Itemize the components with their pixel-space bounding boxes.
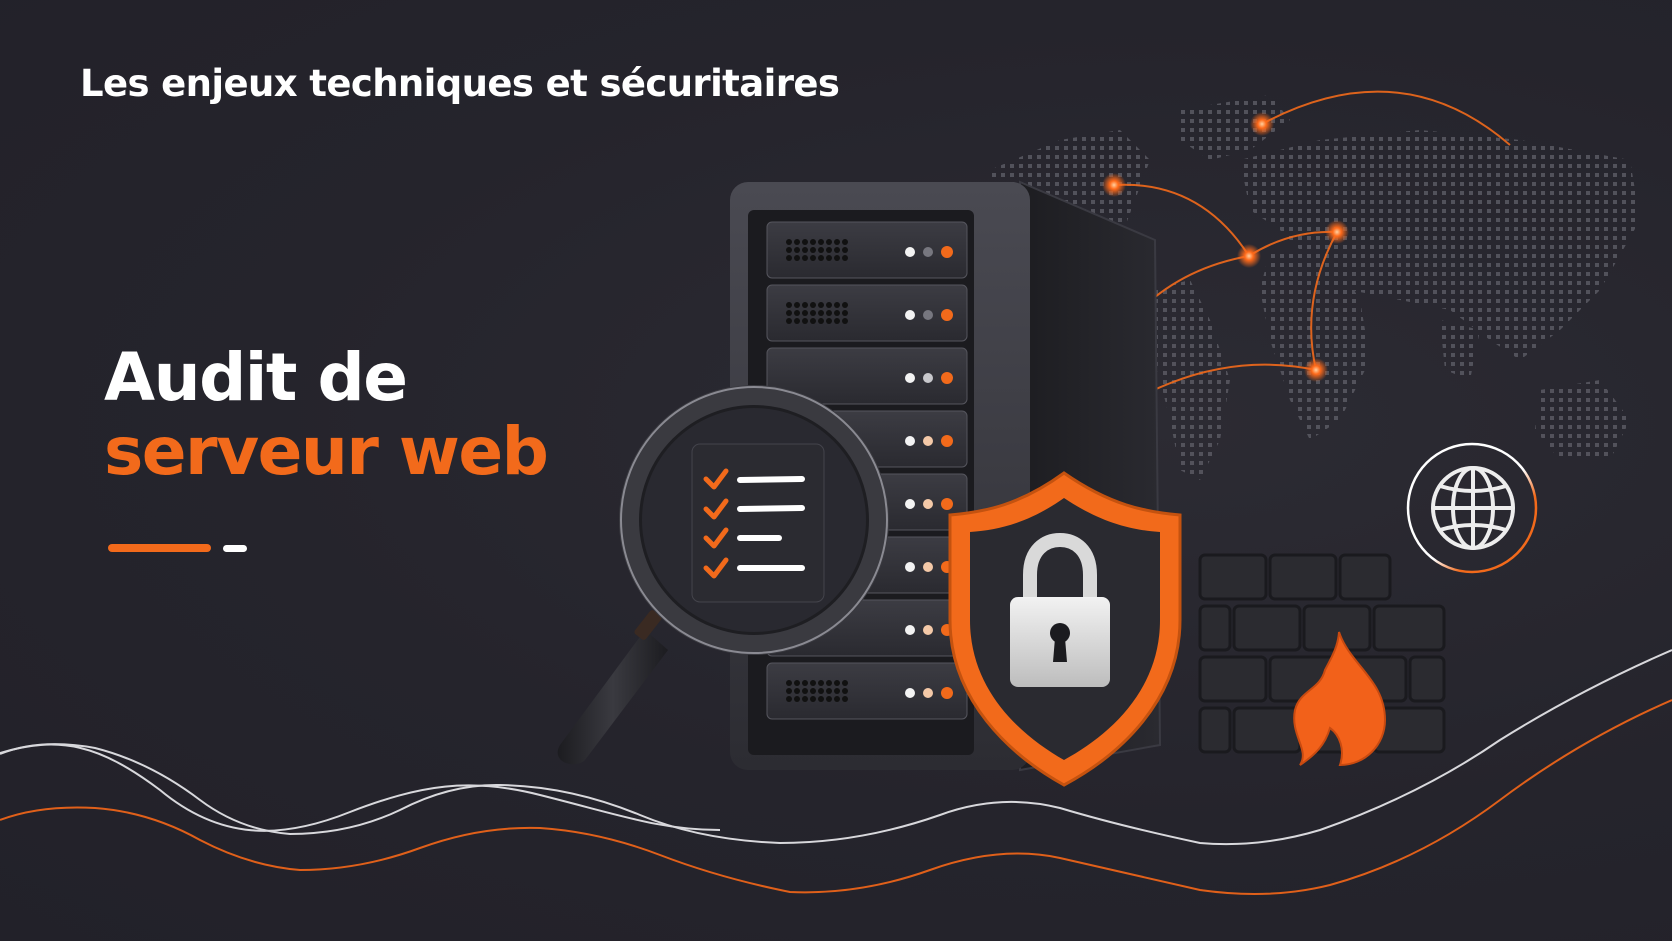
globe-icon (1406, 442, 1538, 574)
page-title: Audit de serveur web (104, 339, 549, 490)
flame-icon (1293, 631, 1387, 767)
network-nodes (1102, 112, 1349, 413)
title-line-1: Audit de (104, 339, 408, 416)
magnifier-checklist-icon (557, 385, 889, 765)
subtitle: Les enjeux techniques et sécuritaires (80, 62, 840, 105)
accent-underline-orange (108, 544, 211, 552)
title-line-2: serveur web (104, 413, 549, 490)
shield-lock-icon (948, 471, 1182, 787)
accent-underline-white (223, 545, 247, 552)
